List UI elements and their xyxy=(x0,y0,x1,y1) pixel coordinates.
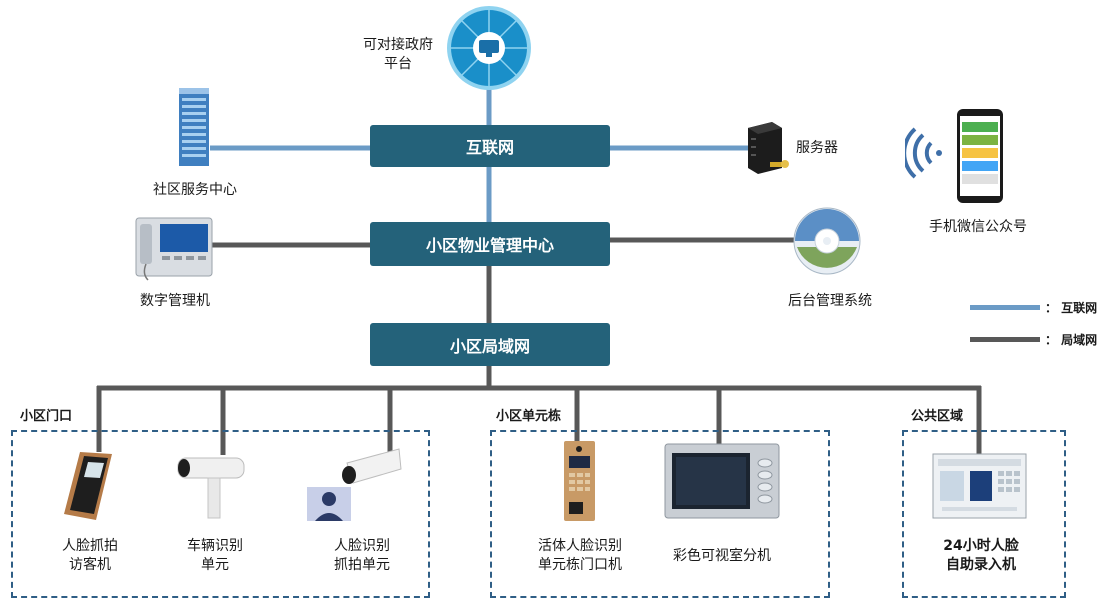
vehicle-recognition-label: 车辆识别 单元 xyxy=(187,538,243,573)
self-enroll-kiosk-icon xyxy=(932,453,1027,519)
wechat-label: 手机微信公众号 xyxy=(929,219,1027,235)
door-station-icon xyxy=(563,440,596,522)
hub-community-lan: 小区局域网 xyxy=(370,323,610,366)
legend-internet-label: ： 互联网 xyxy=(1045,301,1098,315)
community-center-label: 社区服务中心 xyxy=(153,182,237,198)
software-disc-icon xyxy=(793,207,861,275)
zone-public-title: 公共区域 xyxy=(908,405,967,424)
server-icon xyxy=(742,120,790,176)
face-capture-label: 人脸识别 抓拍单元 xyxy=(334,538,390,573)
zone-gate-title: 小区门口 xyxy=(17,405,76,424)
gov-platform-icon xyxy=(446,5,532,91)
face-capture-camera-icon xyxy=(307,447,403,523)
smartphone-icon xyxy=(956,108,1004,204)
self-enroll-label: 24小时人脸 自助录入机 xyxy=(943,538,1019,573)
gov-platform-label: 可对接政府 平台 xyxy=(363,37,433,72)
hub-property-management-center: 小区物业管理中心 xyxy=(370,222,610,266)
zone-building xyxy=(490,430,830,598)
digital-manager-icon xyxy=(134,214,214,284)
backend-system-label: 后台管理系统 xyxy=(788,293,872,309)
server-label: 服务器 xyxy=(796,140,838,156)
legend-internet-swatch xyxy=(970,305,1040,310)
door-station-label: 活体人脸识别 单元栋门口机 xyxy=(538,538,622,573)
hub-internet: 互联网 xyxy=(370,125,610,167)
legend-lan-swatch xyxy=(970,337,1040,342)
visitor-kiosk-icon xyxy=(62,448,122,524)
wifi-icon xyxy=(902,125,945,181)
face-visitor-label: 人脸抓拍 访客机 xyxy=(62,538,118,573)
indoor-monitor-label: 彩色可视室分机 xyxy=(673,548,771,564)
zone-building-title: 小区单元栋 xyxy=(493,405,565,424)
legend-lan-label: ： 局域网 xyxy=(1045,333,1098,347)
digital-manager-label: 数字管理机 xyxy=(140,293,210,309)
vehicle-camera-icon xyxy=(172,452,250,520)
zone-public xyxy=(902,430,1066,598)
zone-gate xyxy=(11,430,430,598)
indoor-monitor-icon xyxy=(664,443,780,519)
building-icon xyxy=(176,84,212,168)
